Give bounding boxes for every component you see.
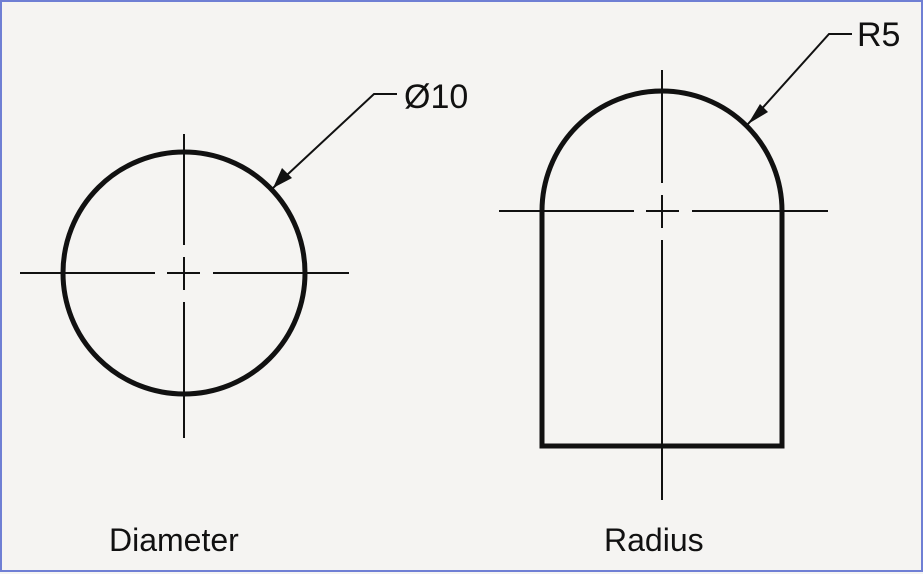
diameter-caption: Diameter	[109, 522, 239, 558]
diameter-figure	[20, 93, 397, 438]
leader-arrowhead-icon	[748, 104, 768, 124]
radius-figure	[499, 33, 852, 500]
radius-caption: Radius	[604, 522, 704, 558]
radius-leader	[747, 33, 852, 125]
radius-dimension-label: R5	[857, 16, 900, 54]
diameter-dimension-label: Ø10	[404, 78, 468, 116]
diameter-leader	[272, 93, 397, 189]
arch-outline	[539, 88, 785, 449]
leader-arrowhead-icon	[273, 168, 292, 188]
